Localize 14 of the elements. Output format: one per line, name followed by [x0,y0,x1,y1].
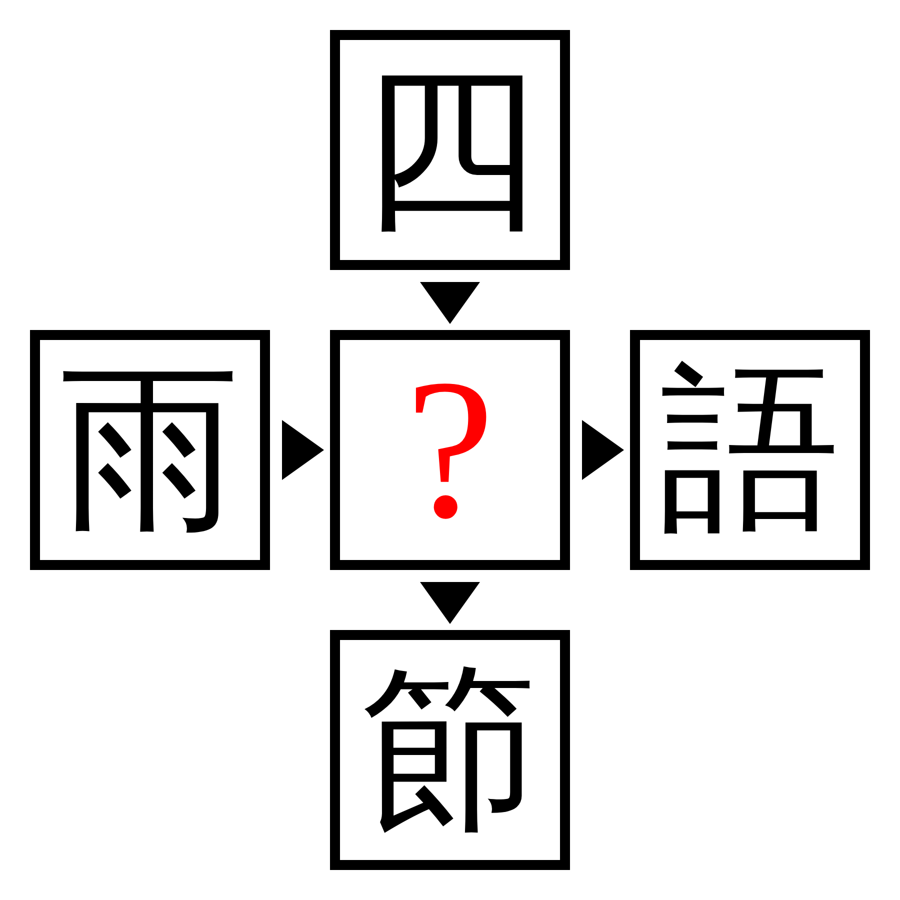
arrow [582,420,624,480]
question-mark: ? [406,350,494,550]
unknown-box [330,330,570,570]
kanji-box [630,330,870,570]
kanji-character: 雨 [60,360,240,540]
arrow [420,582,480,624]
kanji-box [30,330,270,570]
kanji-character: 四 [360,60,540,240]
arrow [420,282,480,324]
arrow [282,420,324,480]
kanji-character: 節 [360,660,540,840]
kanji-character: 語 [660,360,840,540]
kanji-box [330,630,570,870]
kanji-box [330,30,570,270]
